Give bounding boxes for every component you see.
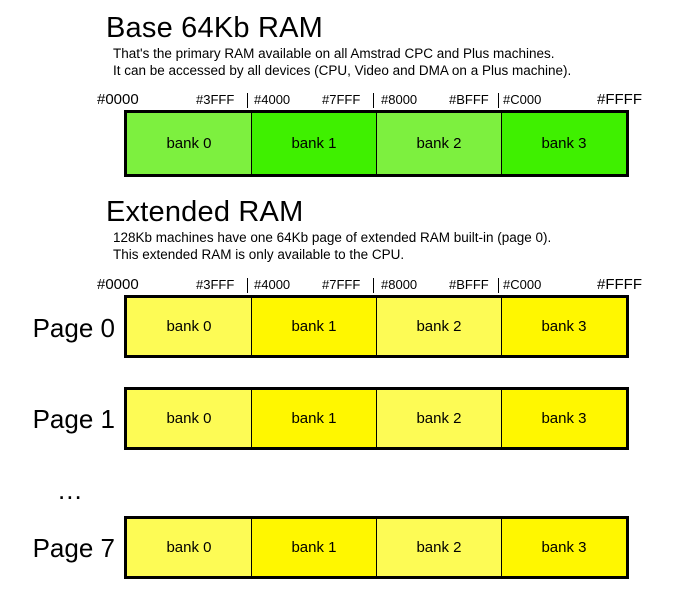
address-label-7fff: #7FFF: [322, 92, 361, 107]
bank-cell: bank 0: [127, 519, 252, 576]
extended-ram-description-line-2: This extended RAM is only available to t…: [113, 247, 405, 262]
bank-cell: bank 3: [502, 519, 626, 576]
extended-ram-description: 128Kb machines have one 64Kb page of ext…: [113, 229, 551, 263]
page-label-7: Page 7: [32, 533, 115, 563]
extended-ram-heading: Extended RAM: [106, 196, 304, 228]
address-label-bfff: #BFFF: [449, 277, 489, 292]
bank-cell: bank 0: [127, 298, 252, 355]
address-label-0000: #0000: [97, 91, 139, 108]
base-ram-description-line-1: That's the primary RAM available on all …: [113, 46, 555, 61]
ruler-tick-1: [247, 93, 248, 108]
base-ram-address-ruler: #0000 #3FFF #4000 #7FFF #8000 #BFFF #C00…: [0, 91, 679, 109]
ruler-tick-2: [373, 93, 374, 108]
page-row-7-bar: bank 0 bank 1 bank 2 bank 3: [124, 516, 629, 579]
page-row-0-bar: bank 0 bank 1 bank 2 bank 3: [124, 295, 629, 358]
address-label-8000: #8000: [381, 92, 418, 107]
address-label-7fff: #7FFF: [322, 277, 361, 292]
base-ram-heading: Base 64Kb RAM: [106, 12, 323, 44]
extended-ram-address-ruler: #0000 #3FFF #4000 #7FFF #8000 #BFFF #C00…: [0, 276, 679, 294]
bank-cell: bank 0: [127, 113, 252, 174]
base-ram-description: That's the primary RAM available on all …: [113, 45, 571, 79]
address-label-4000: #4000: [254, 277, 291, 292]
bank-cell: bank 1: [252, 519, 377, 576]
address-label-c000: #C000: [503, 92, 542, 107]
page-row-1-bar: bank 0 bank 1 bank 2 bank 3: [124, 387, 629, 450]
address-label-4000: #4000: [254, 92, 291, 107]
address-label-bfff: #BFFF: [449, 92, 489, 107]
address-label-c000: #C000: [503, 277, 542, 292]
ruler-tick-1: [247, 278, 248, 293]
address-label-ffff: #FFFF: [597, 91, 642, 108]
bank-cell: bank 2: [377, 298, 502, 355]
bank-cell: bank 3: [502, 298, 626, 355]
page-label-0: Page 0: [32, 313, 115, 343]
ruler-tick-3: [498, 93, 499, 108]
bank-cell: bank 2: [377, 113, 502, 174]
pages-ellipsis: ...: [58, 475, 83, 505]
bank-cell: bank 3: [502, 390, 626, 447]
address-label-3fff: #3FFF: [196, 92, 235, 107]
base-ram-description-line-2: It can be accessed by all devices (CPU, …: [113, 63, 572, 78]
address-label-ffff: #FFFF: [597, 276, 642, 293]
page-label-1: Page 1: [32, 404, 115, 434]
base-ram-bar: bank 0 bank 1 bank 2 bank 3: [124, 110, 629, 177]
address-label-3fff: #3FFF: [196, 277, 235, 292]
ruler-tick-3: [498, 278, 499, 293]
bank-cell: bank 1: [252, 113, 377, 174]
bank-cell: bank 1: [252, 390, 377, 447]
bank-cell: bank 1: [252, 298, 377, 355]
ruler-tick-2: [373, 278, 374, 293]
bank-cell: bank 3: [502, 113, 626, 174]
address-label-8000: #8000: [381, 277, 418, 292]
address-label-0000: #0000: [97, 276, 139, 293]
bank-cell: bank 2: [377, 390, 502, 447]
extended-ram-description-line-1: 128Kb machines have one 64Kb page of ext…: [113, 230, 552, 245]
bank-cell: bank 2: [377, 519, 502, 576]
bank-cell: bank 0: [127, 390, 252, 447]
